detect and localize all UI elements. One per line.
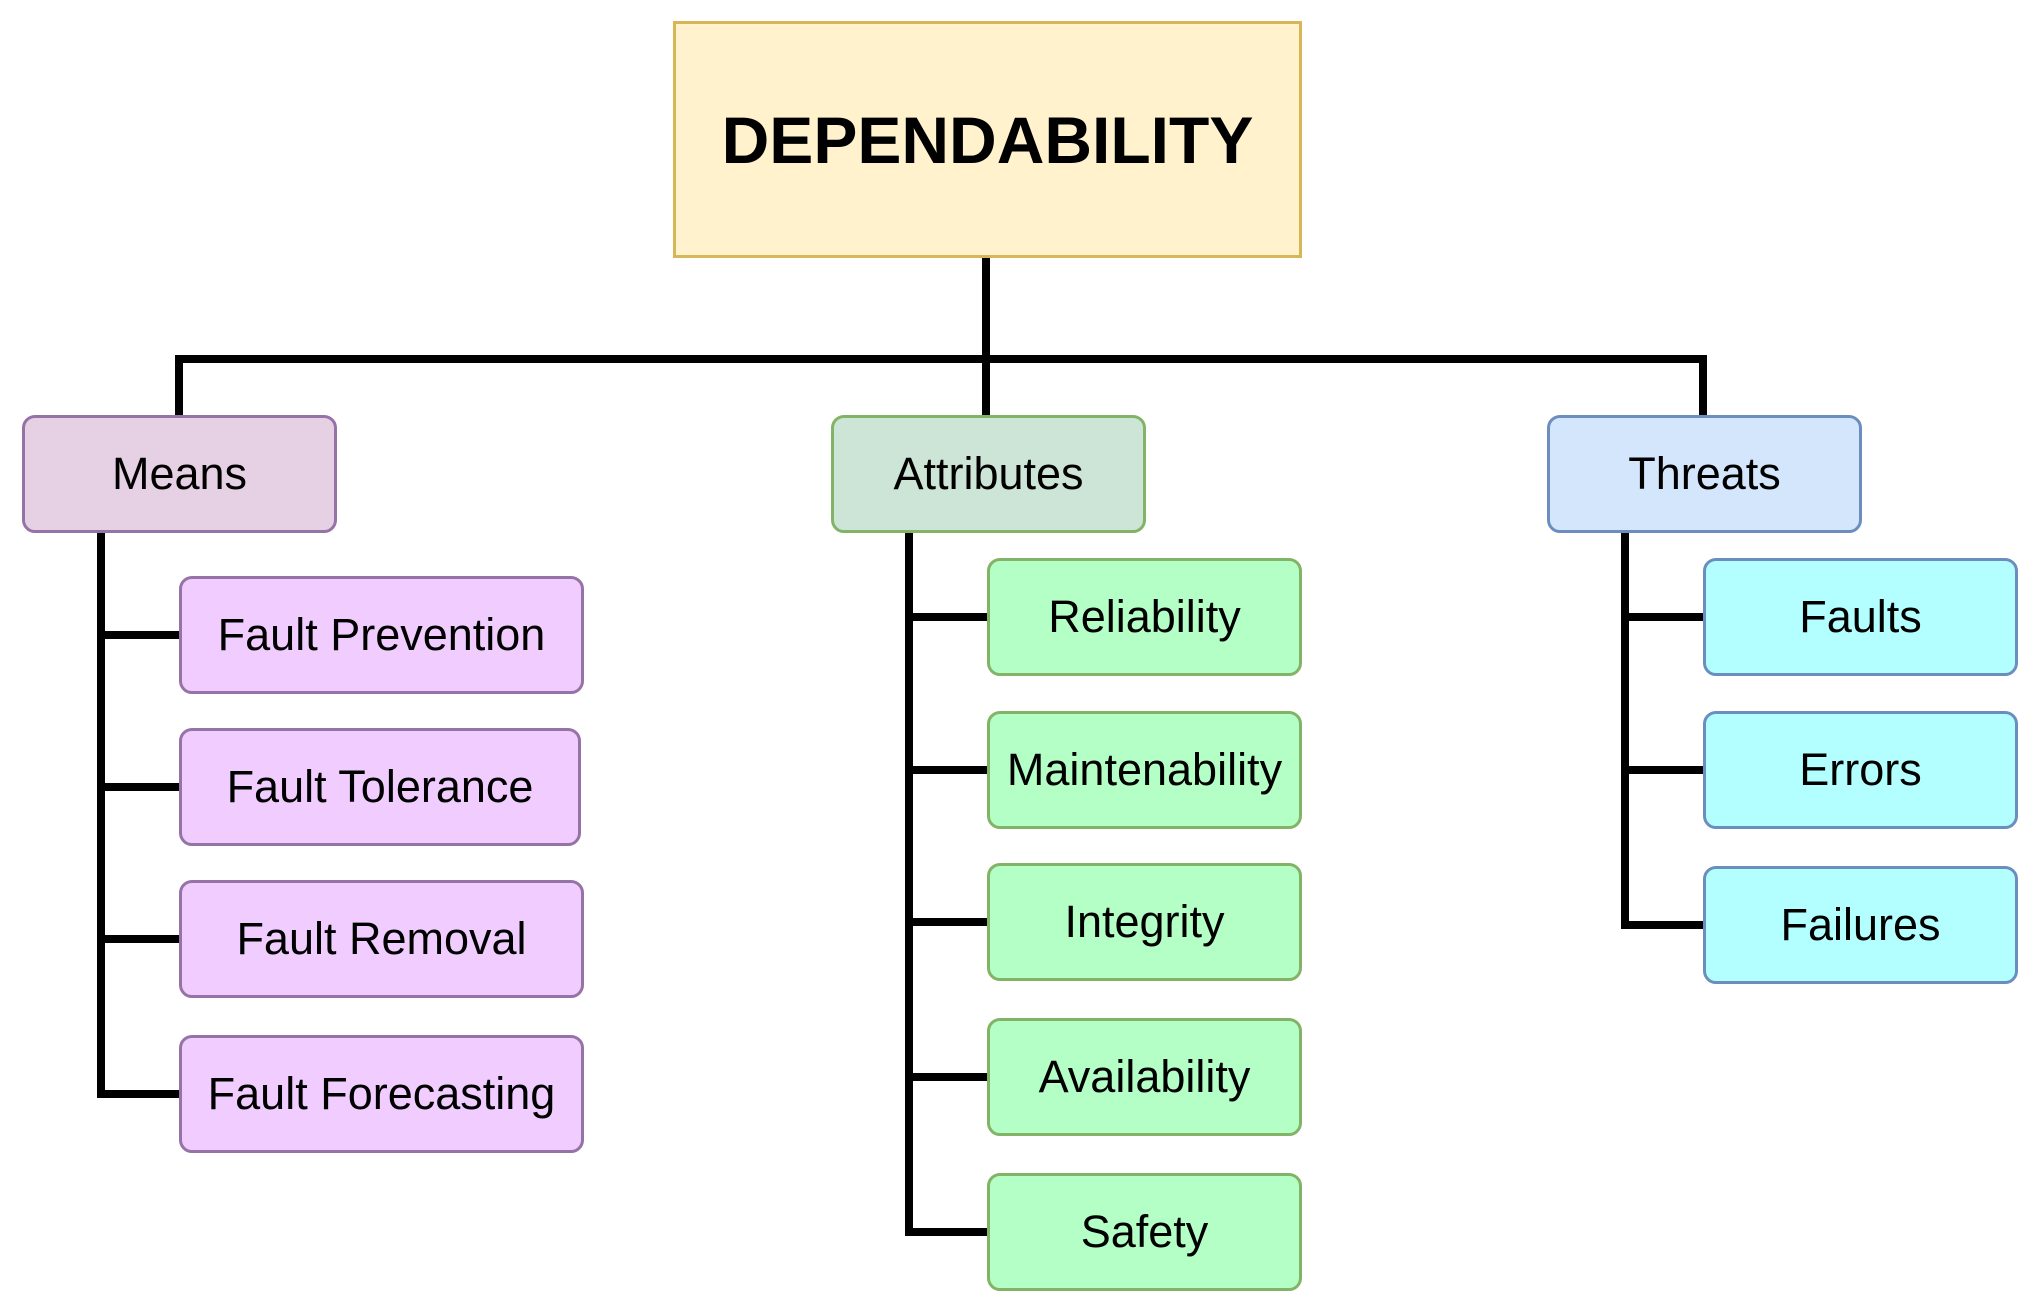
category-label: Attributes [893, 448, 1084, 499]
attributes-stub-4 [905, 1228, 987, 1236]
category-node-attributes: Attributes [831, 415, 1146, 533]
leaf-label: Fault Forecasting [207, 1068, 556, 1119]
means-stub-3 [97, 1090, 179, 1098]
connector-category-bar [175, 355, 1707, 363]
threats-stub-1 [1621, 766, 1703, 774]
leaf-node-errors: Errors [1703, 711, 2018, 829]
leaf-label: Integrity [1064, 896, 1225, 947]
leaf-node-fault-removal: Fault Removal [179, 880, 584, 998]
connector-to-threats [1699, 355, 1707, 418]
root-node: DEPENDABILITY [673, 21, 1302, 258]
threats-stub-2 [1621, 921, 1703, 929]
leaf-label: Reliability [1048, 591, 1241, 642]
leaf-node-safety: Safety [987, 1173, 1302, 1291]
leaf-label: Fault Prevention [217, 609, 546, 660]
leaf-node-fault-tolerance: Fault Tolerance [179, 728, 581, 846]
leaf-node-integrity: Integrity [987, 863, 1302, 981]
leaf-node-failures: Failures [1703, 866, 2018, 984]
root-node-label: DEPENDABILITY [721, 102, 1254, 177]
means-stub-2 [97, 935, 179, 943]
leaf-label: Errors [1799, 744, 1922, 795]
threats-branch-trunk [1621, 530, 1629, 929]
leaf-node-fault-prevention: Fault Prevention [179, 576, 584, 694]
leaf-node-faults: Faults [1703, 558, 2018, 676]
means-stub-0 [97, 631, 179, 639]
leaf-node-maintenability: Maintenability [987, 711, 1302, 829]
category-label: Threats [1628, 448, 1781, 499]
threats-stub-0 [1621, 613, 1703, 621]
leaf-node-fault-forecasting: Fault Forecasting [179, 1035, 584, 1153]
attributes-stub-3 [905, 1073, 987, 1081]
attributes-stub-2 [905, 918, 987, 926]
leaf-label: Failures [1780, 899, 1941, 950]
leaf-node-reliability: Reliability [987, 558, 1302, 676]
leaf-label: Fault Tolerance [226, 761, 534, 812]
means-branch-trunk [97, 530, 105, 1098]
connector-root-trunk [982, 256, 990, 418]
connector-to-means [175, 355, 183, 418]
leaf-label: Safety [1080, 1206, 1209, 1257]
leaf-label: Maintenability [1006, 744, 1283, 795]
category-node-threats: Threats [1547, 415, 1862, 533]
leaf-label: Fault Removal [236, 913, 527, 964]
leaf-label: Faults [1799, 591, 1922, 642]
leaf-node-availability: Availability [987, 1018, 1302, 1136]
attributes-branch-trunk [905, 530, 913, 1236]
means-stub-1 [97, 783, 179, 791]
leaf-label: Availability [1038, 1051, 1251, 1102]
attributes-stub-0 [905, 613, 987, 621]
attributes-stub-1 [905, 766, 987, 774]
category-label: Means [111, 448, 248, 499]
category-node-means: Means [22, 415, 337, 533]
